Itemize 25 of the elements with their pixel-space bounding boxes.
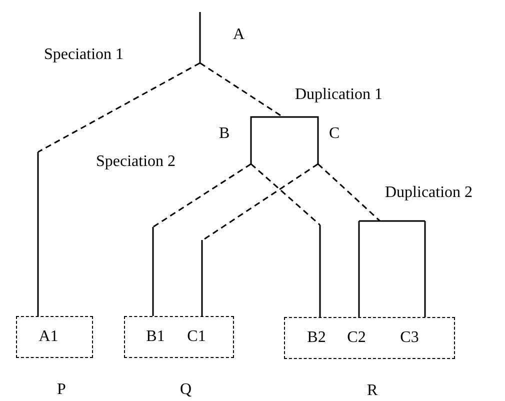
tree-label: Duplication 1: [295, 87, 383, 103]
tree-label: Speciation 1: [44, 47, 124, 63]
gene-label: B2: [296, 318, 336, 358]
species-box: [124, 316, 234, 358]
branch-line: [37, 152, 39, 316]
gene-label: C3: [390, 318, 430, 358]
branch-line: [319, 225, 321, 317]
tree-label: A: [233, 27, 245, 43]
tree-label: B: [219, 126, 230, 142]
branch-line: [358, 221, 360, 317]
species-label: R: [367, 383, 378, 399]
species-box: [16, 316, 93, 358]
branch-line: [201, 240, 203, 316]
tree-label: C: [329, 126, 340, 142]
species-box: [284, 317, 455, 359]
gene-label: A1: [28, 317, 68, 357]
tree-label: Duplication 2: [385, 185, 473, 201]
gene-label: C1: [176, 317, 216, 357]
tree-label: Speciation 2: [96, 154, 176, 170]
gene-label: B1: [136, 317, 176, 357]
species-label: P: [57, 382, 66, 398]
branch-line: [424, 221, 426, 317]
species-label: Q: [180, 382, 192, 398]
gene-label: C2: [336, 318, 376, 358]
branch-line: [152, 227, 154, 316]
